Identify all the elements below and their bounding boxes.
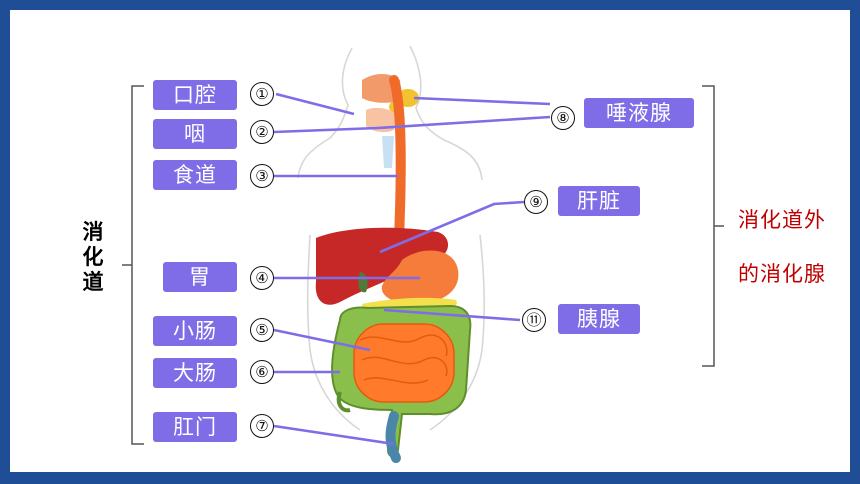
label-pancreas: 胰腺: [558, 304, 640, 334]
leader-line-2: [273, 126, 379, 134]
digestive-system-diagram: [122, 45, 724, 463]
right-bracket: [702, 85, 724, 367]
number-1: ①: [250, 82, 274, 106]
leader-line-9: [379, 200, 525, 254]
label-small-intestine: 小肠: [153, 316, 237, 346]
leader-line-7: [273, 424, 395, 446]
leader-line-2b: [377, 115, 551, 130]
number-8: ⑧: [551, 106, 575, 130]
label-pharynx: 咽: [153, 119, 237, 149]
small-intestine-shape: [353, 323, 455, 403]
rectum-shape: [385, 411, 401, 463]
trachea-shape: [382, 136, 394, 168]
leader-line-11: [383, 308, 521, 322]
label-salivary-gland: 唾液腺: [584, 98, 694, 128]
external-glands-label-line1: 消化道外: [738, 208, 826, 232]
number-7: ⑦: [250, 414, 274, 438]
number-2: ②: [250, 120, 274, 144]
number-6: ⑥: [250, 360, 274, 384]
leader-line-1: [275, 92, 355, 116]
number-11: ⑪: [522, 308, 546, 332]
leader-line-5: [273, 328, 371, 352]
label-large-intestine: 大肠: [153, 358, 237, 388]
appendix-shape: [336, 391, 351, 413]
digestive-tract-group-label: 消化道: [82, 220, 104, 294]
slide: 消化道 消化道外 的消化腺 口腔 咽 食道 胃 小肠 大肠 肛门 唾液腺 肝脏 …: [10, 10, 850, 472]
label-stomach: 胃: [163, 262, 237, 292]
stomach-shape: [381, 250, 459, 305]
label-oral-cavity: 口腔: [153, 80, 237, 110]
leader-line-8: [413, 96, 551, 106]
external-glands-label-line2: 的消化腺: [738, 262, 826, 286]
liver-shape: [315, 227, 449, 305]
number-4: ④: [250, 266, 274, 290]
number-3: ③: [250, 164, 274, 188]
number-9: ⑨: [524, 190, 548, 214]
number-5: ⑤: [250, 318, 274, 342]
label-liver: 肝脏: [558, 186, 640, 216]
leader-lines: [273, 92, 551, 446]
label-anus: 肛门: [153, 412, 237, 442]
label-esophagus: 食道: [153, 160, 237, 190]
left-bracket: [122, 85, 144, 445]
